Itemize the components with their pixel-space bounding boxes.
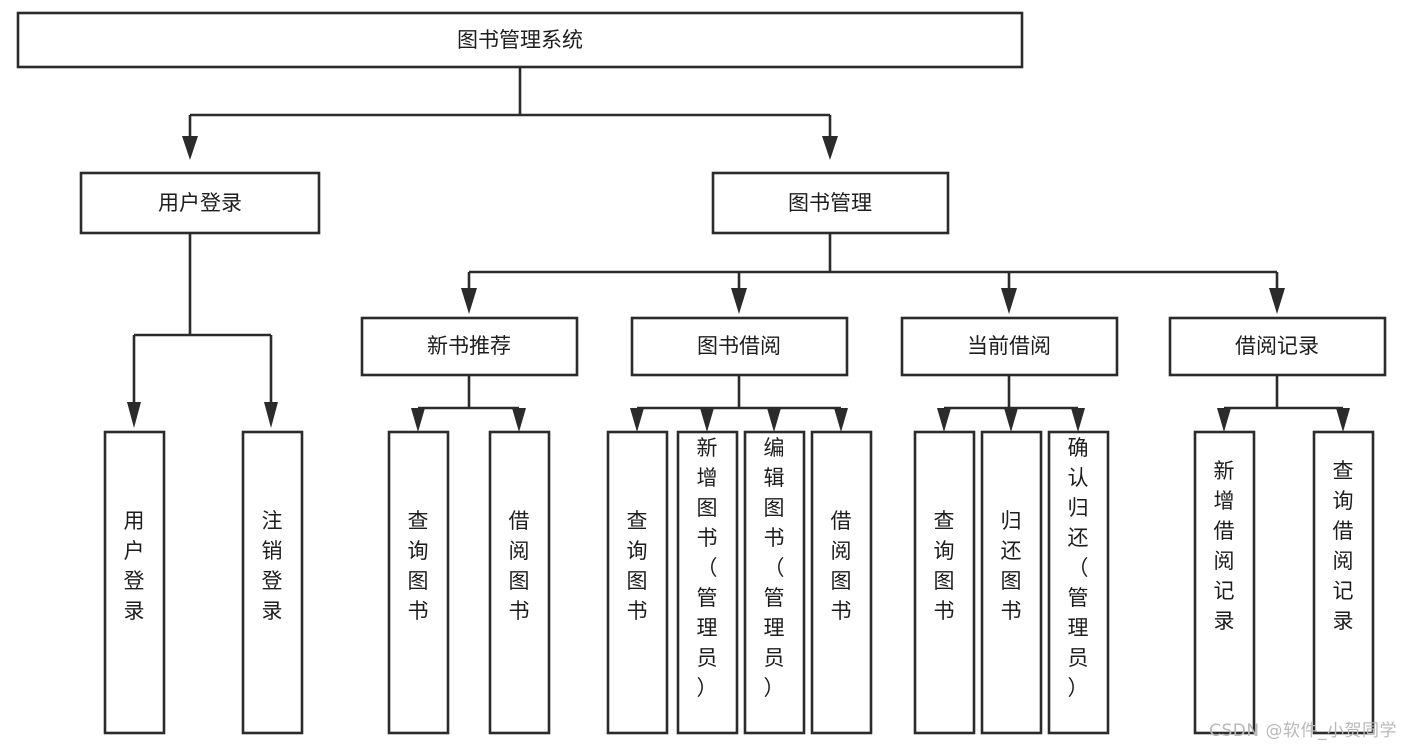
connector-group-borrow-record: [1217, 375, 1350, 432]
leaf-node-book-borrow-0[interactable]: 查询图书: [606, 430, 669, 735]
connector-group-root: [182, 67, 838, 160]
arrow-root-to-book-mgmt: [822, 136, 838, 160]
leaf-node-borrow-record-1[interactable]: 查询借阅记录: [1312, 430, 1375, 735]
leaf-node-book-borrow-2[interactable]: 编辑图书（管理员）: [743, 430, 806, 735]
arrow-current-borrow-leaf-2: [1071, 408, 1085, 432]
leaf-node-book-borrow-0-box[interactable]: [606, 430, 669, 735]
leaf-node-book-borrow-3-label: 借阅图书: [831, 509, 852, 623]
arrow-book-borrow-leaf-3: [834, 408, 848, 432]
arrow-root-to-user-login: [182, 136, 198, 160]
arrow-borrow-record-leaf-0: [1217, 408, 1231, 432]
leaf-node-current-borrow-0-label: 查询图书: [934, 509, 955, 623]
leaf-node-current-borrow-2-label: 确认归还（管理员）: [1068, 436, 1089, 700]
node-book-borrow[interactable]: 图书借阅: [630, 316, 849, 377]
connector-group-book-borrow: [630, 375, 848, 432]
leaf-node-book-borrow-2-label: 编辑图书（管理员）: [764, 436, 785, 700]
leaf-node-borrow-record-1-box[interactable]: [1312, 430, 1375, 735]
leaf-node-new-book-1-box[interactable]: [488, 430, 551, 735]
node-new-book-recommendation-label: 新书推荐: [427, 334, 511, 358]
arrow-user-login-leaf-0: [127, 402, 141, 428]
node-user-login-box[interactable]: [79, 171, 321, 235]
arrow-book-mgmt-child-1: [731, 288, 747, 314]
node-borrow-record-label: 借阅记录: [1235, 334, 1319, 358]
node-book-borrow-box[interactable]: [630, 316, 849, 377]
node-book-borrow-label: 图书借阅: [697, 334, 781, 358]
node-borrow-record[interactable]: 借阅记录: [1168, 316, 1387, 377]
leaf-node-new-book-1-label: 借阅图书: [509, 509, 530, 623]
leaf-node-new-book-0-label: 查询图书: [408, 509, 429, 623]
arrow-borrow-record-leaf-1: [1336, 408, 1350, 432]
leaf-node-user-login-1-label: 注销登录: [262, 509, 283, 623]
leaf-node-book-borrow-3-box[interactable]: [810, 430, 873, 735]
leaf-node-current-borrow-0-box[interactable]: [913, 430, 976, 735]
leaf-node-current-borrow-0[interactable]: 查询图书: [913, 430, 976, 735]
arrow-book-mgmt-child-2: [1001, 288, 1017, 314]
node-book-management[interactable]: 图书管理: [711, 171, 950, 235]
node-current-borrow-box[interactable]: [900, 316, 1119, 377]
leaf-node-book-borrow-2-box[interactable]: [743, 430, 806, 735]
leaf-node-user-login-0-label: 用户登录: [124, 509, 145, 623]
arrow-current-borrow-leaf-0: [937, 408, 951, 432]
leaf-node-book-borrow-1-label: 新增图书（管理员）: [697, 436, 718, 700]
leaf-node-borrow-record-0-label: 新增借阅记录: [1214, 459, 1235, 633]
leaf-node-borrow-record-1-label: 查询借阅记录: [1333, 459, 1354, 633]
leaf-node-new-book-1[interactable]: 借阅图书: [488, 430, 551, 735]
node-book-management-label: 图书管理: [788, 191, 872, 215]
node-current-borrow[interactable]: 当前借阅: [900, 316, 1119, 377]
leaf-node-book-borrow-3[interactable]: 借阅图书: [810, 430, 873, 735]
node-root-box[interactable]: [16, 11, 1024, 69]
leaf-node-new-book-0[interactable]: 查询图书: [387, 430, 450, 735]
leaf-node-current-borrow-1[interactable]: 归还图书: [980, 430, 1043, 735]
arrow-book-mgmt-child-0: [461, 288, 477, 314]
node-user-login-label: 用户登录: [158, 191, 242, 215]
leaf-node-user-login-0[interactable]: 用户登录: [103, 430, 166, 735]
node-root[interactable]: 图书管理系统: [16, 11, 1024, 69]
node-current-borrow-label: 当前借阅: [967, 334, 1051, 358]
leaf-node-user-login-1[interactable]: 注销登录: [241, 430, 304, 735]
leaf-node-borrow-record-0-box[interactable]: [1193, 430, 1256, 735]
leaf-node-current-borrow-2-box[interactable]: [1047, 430, 1110, 735]
leaf-node-user-login-0-box[interactable]: [103, 430, 166, 735]
connector-group-new-book: [411, 375, 526, 432]
leaf-node-borrow-record-0[interactable]: 新增借阅记录: [1193, 430, 1256, 735]
leaf-node-new-book-0-box[interactable]: [387, 430, 450, 735]
leaf-node-book-borrow-0-label: 查询图书: [627, 509, 648, 623]
leaf-node-current-borrow-1-box[interactable]: [980, 430, 1043, 735]
arrow-book-borrow-leaf-2: [767, 408, 781, 432]
node-new-book-recommendation[interactable]: 新书推荐: [360, 316, 579, 377]
node-new-book-recommendation-box[interactable]: [360, 316, 579, 377]
leaf-node-current-borrow-1-label: 归还图书: [1001, 509, 1022, 623]
leaf-node-book-borrow-1[interactable]: 新增图书（管理员）: [676, 430, 739, 735]
arrow-new-book-leaf-0: [411, 408, 425, 432]
node-user-login[interactable]: 用户登录: [79, 171, 321, 235]
connector-group-user-login: [127, 233, 278, 428]
connector-group-current-borrow: [937, 375, 1085, 432]
arrow-book-borrow-leaf-1: [700, 408, 714, 432]
node-borrow-record-box[interactable]: [1168, 316, 1387, 377]
leaf-node-user-login-1-box[interactable]: [241, 430, 304, 735]
node-root-label: 图书管理系统: [457, 28, 583, 52]
arrow-current-borrow-leaf-1: [1004, 408, 1018, 432]
arrow-user-login-leaf-1: [264, 402, 278, 428]
arrow-book-borrow-leaf-0: [630, 408, 644, 432]
arrow-new-book-leaf-1: [512, 408, 526, 432]
connector-group-book-mgmt: [461, 233, 1285, 314]
node-book-management-box[interactable]: [711, 171, 950, 235]
arrow-book-mgmt-child-3: [1269, 288, 1285, 314]
leaf-node-current-borrow-2[interactable]: 确认归还（管理员）: [1047, 430, 1110, 735]
leaf-node-book-borrow-1-box[interactable]: [676, 430, 739, 735]
